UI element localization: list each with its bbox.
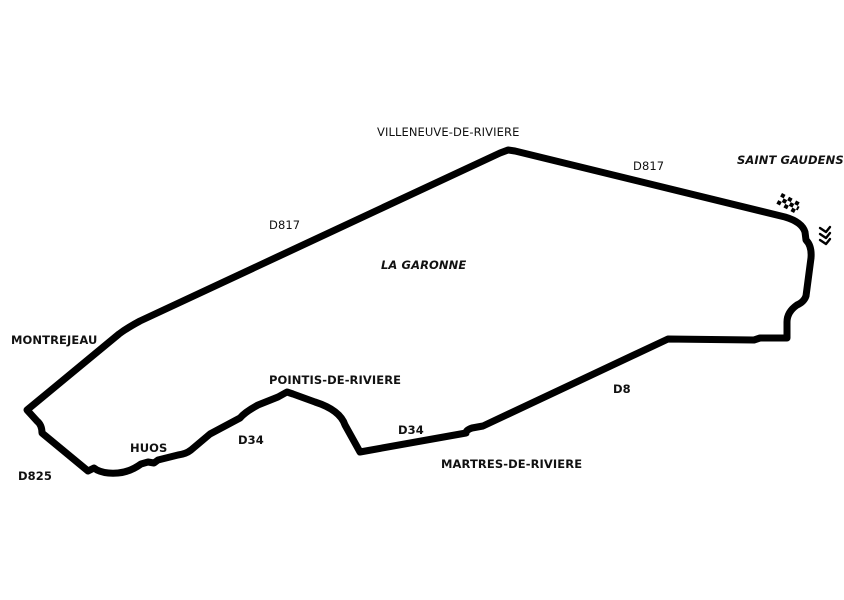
label-la-garonne: LA GARONNE (381, 258, 467, 272)
label-d817-top: D817 (633, 159, 665, 173)
label-pointis-de-riviere: POINTIS-DE-RIVIERE (269, 373, 402, 387)
label-villeneuve-de-riviere: VILLENEUVE-DE-RIVIERE (377, 125, 520, 139)
label-d825: D825 (18, 469, 52, 483)
direction-chevrons-icon (818, 225, 832, 246)
label-huos: HUOS (130, 441, 168, 455)
label-d817-left: D817 (269, 218, 301, 232)
label-saint-gaudens: SAINT GAUDENS (737, 153, 844, 167)
label-montrejeau: MONTREJEAU (11, 333, 98, 347)
label-d34-left: D34 (238, 433, 264, 447)
label-martres-de-riviere: MARTRES-DE-RIVIERE (441, 457, 583, 471)
label-d8: D8 (613, 382, 631, 396)
checkered-flag-icon (776, 193, 802, 214)
label-d34-mid: D34 (398, 423, 424, 437)
track-outline (23, 146, 815, 477)
